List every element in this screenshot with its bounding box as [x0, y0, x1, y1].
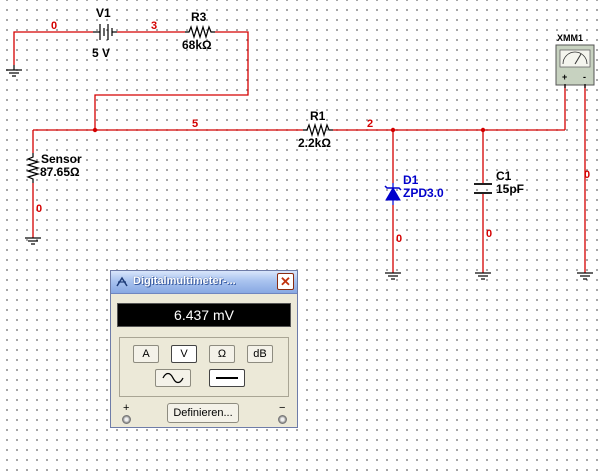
dialog-titlebar[interactable]: Digitalmultimeter-... ✕ — [111, 271, 297, 294]
junction-dot — [480, 127, 486, 133]
ground-symbol — [25, 237, 41, 245]
component-ref: C1 — [496, 169, 512, 183]
component-ref: R1 — [310, 109, 326, 123]
resistor-r1[interactable] — [303, 122, 333, 138]
define-button[interactable]: Definieren... — [167, 403, 239, 423]
component-ref: XMM1 — [557, 33, 583, 43]
component-value: 87.65Ω — [40, 165, 80, 179]
component-ref: D1 — [403, 173, 419, 187]
dialog-title: Digitalmultimeter-... — [133, 275, 236, 287]
ground-symbol — [6, 65, 22, 77]
mode-button-ohm[interactable]: Ω — [209, 345, 235, 363]
close-button[interactable]: ✕ — [277, 273, 294, 290]
plus-terminal-jack[interactable] — [122, 415, 131, 424]
net-label: 0 — [36, 203, 42, 215]
ground-symbol — [577, 272, 593, 280]
wires — [13, 31, 586, 273]
component-ref: Sensor — [41, 152, 82, 166]
net-label: 0 — [396, 233, 402, 245]
zener-diode-d1[interactable] — [384, 183, 402, 205]
ac-mode-button[interactable] — [155, 369, 191, 387]
minus-terminal-label: − — [279, 402, 286, 414]
reading-display: 6.437 mV — [117, 303, 291, 327]
minus-terminal-jack[interactable] — [278, 415, 287, 424]
net-label: 0 — [486, 228, 492, 240]
net-label: 0 — [51, 20, 57, 32]
component-value: ZPD3.0 — [403, 186, 444, 200]
component-value: 2.2kΩ — [298, 136, 331, 150]
sine-wave-icon — [162, 372, 184, 384]
resistor-r3[interactable] — [185, 24, 215, 40]
component-value: 5 V — [92, 46, 110, 60]
resistor-sensor[interactable] — [25, 153, 41, 183]
junction-dot — [92, 127, 98, 133]
component-ref: R3 — [191, 10, 207, 24]
component-ref: V1 — [96, 6, 111, 20]
multimeter-app-icon — [116, 276, 128, 287]
mode-button-db[interactable]: dB — [247, 345, 273, 363]
dc-line-icon — [216, 377, 238, 379]
capacitor-c1[interactable] — [474, 183, 492, 194]
component-value: 15pF — [496, 182, 524, 196]
plus-terminal-label: + — [123, 402, 130, 414]
mode-button-ampere[interactable]: A — [133, 345, 159, 363]
net-label: 2 — [367, 118, 373, 130]
mode-button-volt[interactable]: V — [171, 345, 197, 363]
net-label: 3 — [151, 20, 157, 32]
terminal-plus-label: + — [562, 72, 567, 82]
ground-symbol — [475, 272, 491, 280]
battery-v1[interactable] — [93, 24, 117, 40]
net-label: 0 — [584, 169, 590, 181]
multimeter-xmm1-icon[interactable] — [555, 44, 595, 88]
net-label: 5 — [192, 118, 198, 130]
junction-dot — [390, 127, 396, 133]
dc-mode-button[interactable] — [209, 369, 245, 387]
terminal-minus-label: - — [583, 72, 586, 82]
multimeter-dialog[interactable]: Digitalmultimeter-... ✕ 6.437 mV A V Ω d… — [110, 270, 298, 428]
ground-symbol — [385, 272, 401, 280]
mode-panel — [119, 337, 289, 397]
component-value: 68kΩ — [182, 38, 212, 52]
